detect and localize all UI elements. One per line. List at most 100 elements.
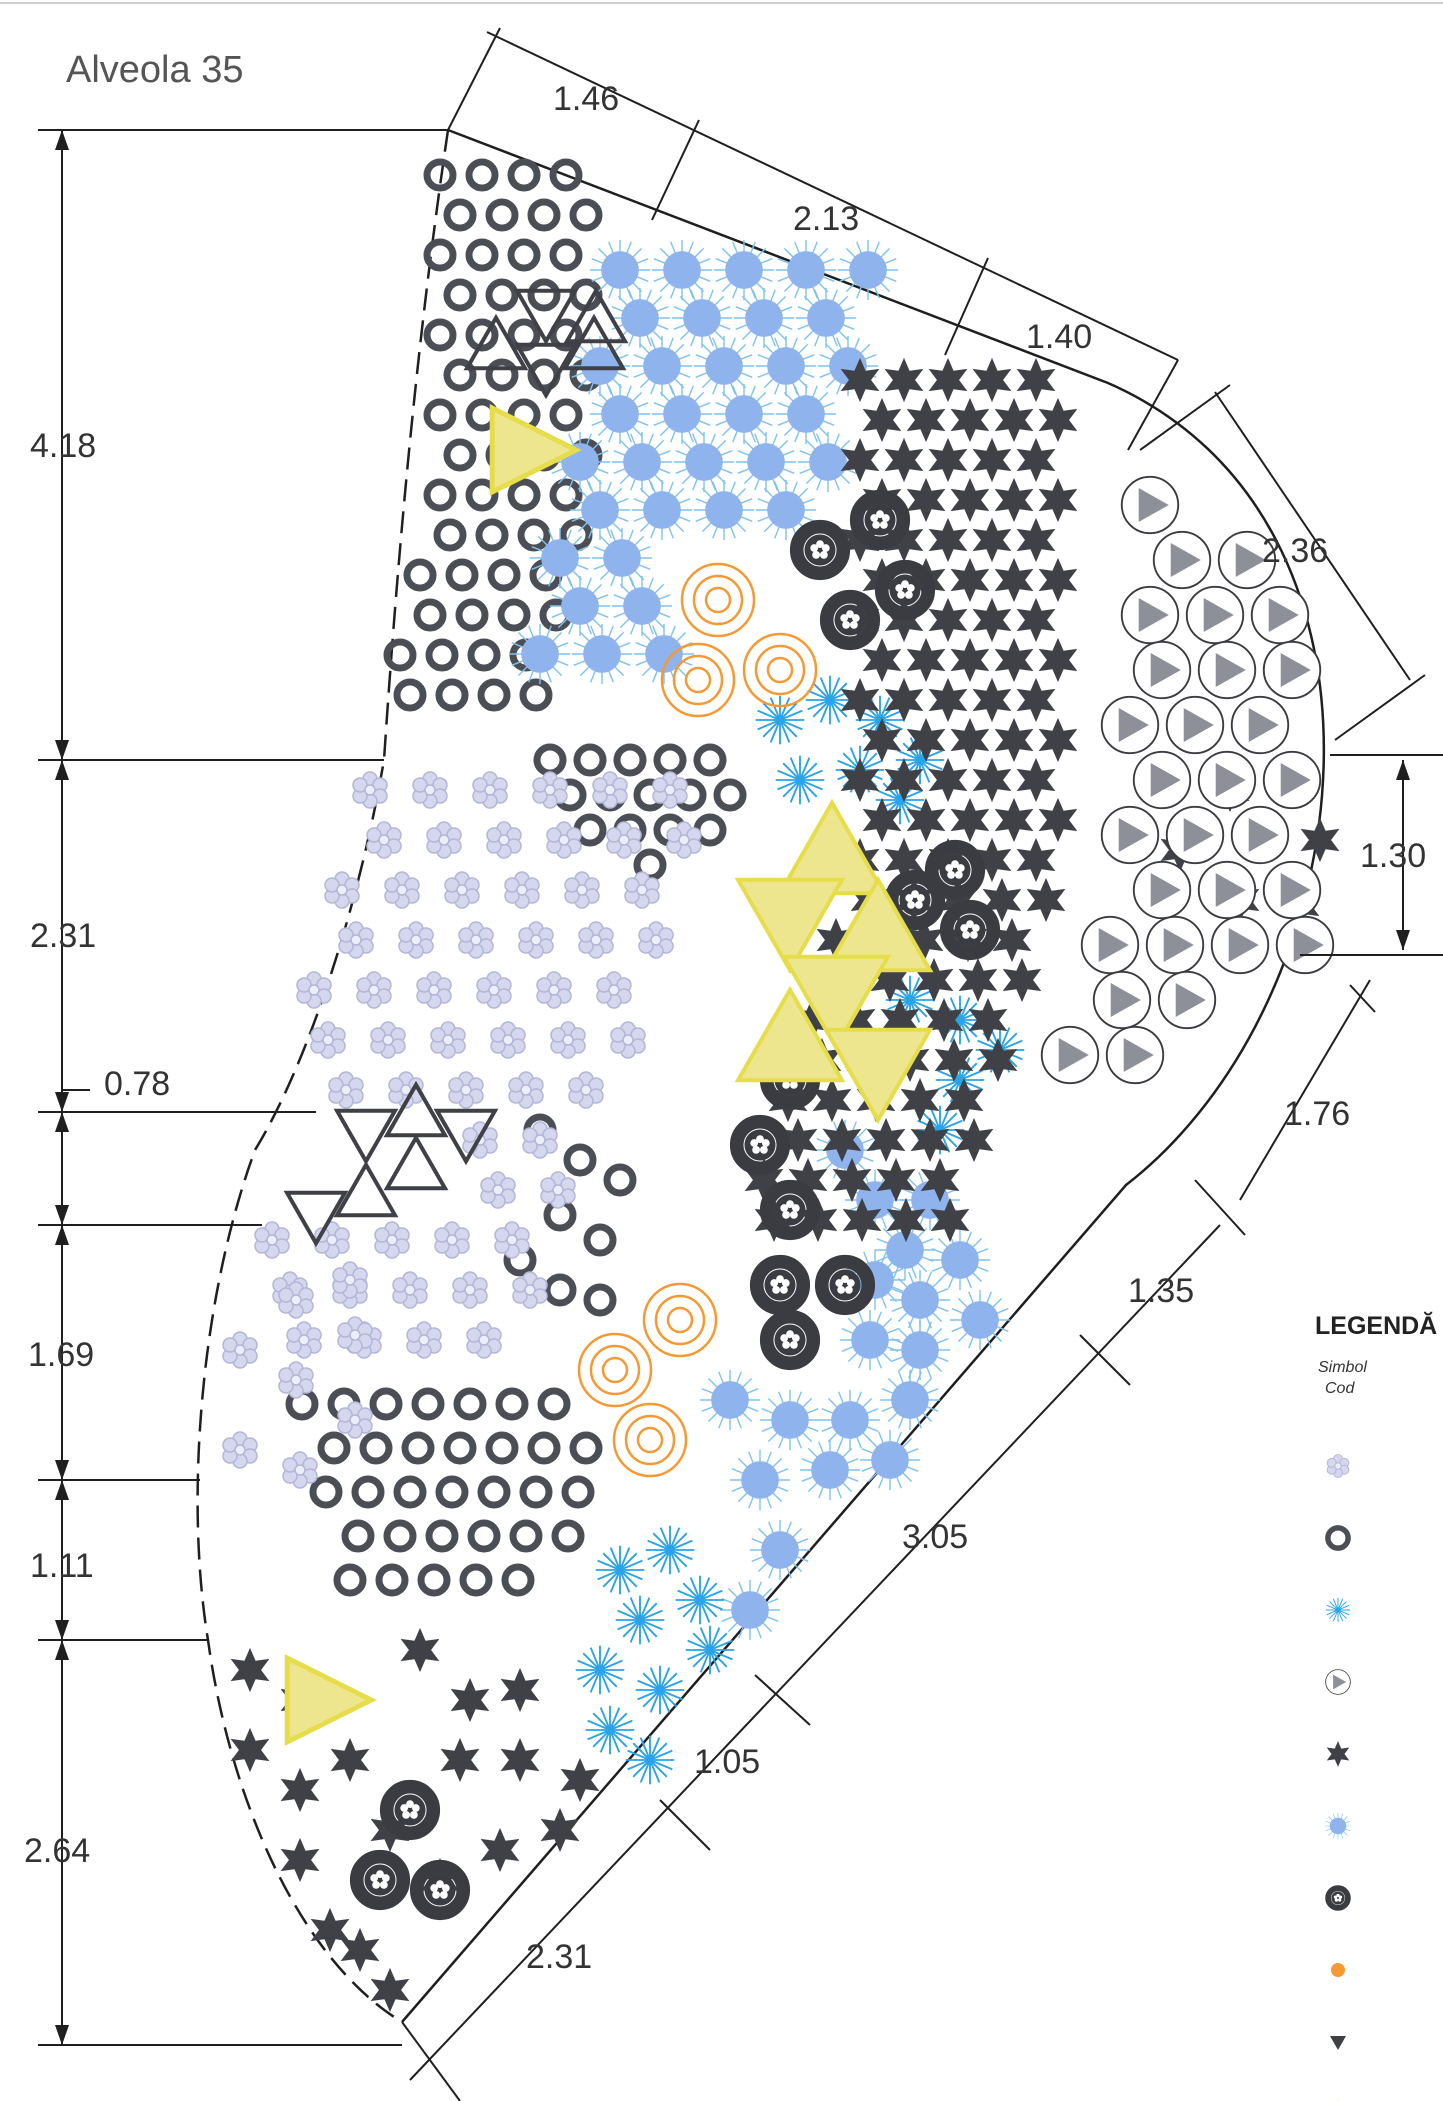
flower-symbol xyxy=(374,1221,410,1259)
star-symbol xyxy=(950,557,990,603)
circle-triangle-symbol xyxy=(1165,805,1225,865)
blue-sun-symbol xyxy=(693,479,755,541)
blue-sun-symbol xyxy=(775,383,837,445)
ring-symbol xyxy=(511,162,537,188)
ring-symbol xyxy=(489,1435,515,1461)
flower-symbol xyxy=(286,1321,322,1359)
star-symbol xyxy=(906,637,946,683)
star-symbol xyxy=(1016,597,1056,643)
flower-symbol xyxy=(324,871,360,909)
star-symbol xyxy=(994,477,1034,523)
blue-sun-symbol xyxy=(775,239,837,301)
star-symbol xyxy=(972,677,1012,723)
ring-symbol xyxy=(421,1567,447,1593)
star-dark-icon xyxy=(1326,1741,1350,1767)
ring-symbol xyxy=(607,1167,633,1193)
legend-col-symbol: Simbol xyxy=(1318,1359,1367,1376)
star-symbol xyxy=(972,357,1012,403)
ring-symbol xyxy=(553,402,579,428)
flower-symbol xyxy=(337,1401,373,1439)
ring-symbol xyxy=(617,747,643,773)
starburst-symbol xyxy=(594,1544,646,1596)
star-symbol xyxy=(1038,797,1078,843)
star-symbol xyxy=(950,397,990,443)
ring-symbol xyxy=(427,242,453,268)
drawing-title: Alveola 35 xyxy=(66,49,243,91)
flower-symbol xyxy=(426,821,462,859)
flower-symbol xyxy=(282,1451,318,1489)
blue-sun-symbol xyxy=(611,575,673,637)
ring-symbol xyxy=(489,362,515,388)
star-symbol xyxy=(928,357,968,403)
flower-symbol xyxy=(606,821,642,859)
blue-sun-symbol xyxy=(569,479,631,541)
ring-symbol xyxy=(481,1479,507,1505)
ring-symbol xyxy=(363,1435,389,1461)
ring-symbol xyxy=(587,1227,613,1253)
ring-symbol xyxy=(501,602,527,628)
flower-symbol xyxy=(512,1271,548,1309)
circle-triangle-symbol xyxy=(1132,860,1192,920)
starburst-symbol xyxy=(634,1664,686,1716)
ring-symbol xyxy=(577,817,603,843)
star-symbol xyxy=(400,1627,440,1673)
blue-sun-symbol xyxy=(699,1369,761,1431)
ring-symbol xyxy=(697,747,723,773)
circle-triangle-symbol xyxy=(1262,860,1322,920)
flower-symbol xyxy=(254,1221,290,1259)
blue-sun-symbol xyxy=(631,335,693,397)
star-symbol xyxy=(1300,817,1340,863)
dark-triangle-icon xyxy=(1330,2036,1346,2050)
circle-triangle-symbol xyxy=(1132,750,1192,810)
star-symbol xyxy=(950,477,990,523)
dark-ring-flower-symbol xyxy=(357,1857,404,1904)
flower-symbol xyxy=(430,1021,466,1059)
star-symbol xyxy=(1016,677,1056,723)
star-symbol xyxy=(1016,837,1056,883)
legend: LEGENDĂ Simbol Cod xyxy=(1315,1311,1437,2101)
flower-symbol xyxy=(652,771,688,809)
star-symbol xyxy=(994,797,1034,843)
flower-symbol xyxy=(536,971,572,1009)
blue-sun-symbol xyxy=(755,335,817,397)
ring-symbol xyxy=(717,782,743,808)
circle-triangle-symbol xyxy=(1197,640,1257,700)
ring-symbol xyxy=(405,1435,431,1461)
blue-sun-symbol xyxy=(671,287,733,349)
star-symbol xyxy=(1038,477,1078,523)
blue-sun-symbol xyxy=(509,623,571,685)
flower-symbol xyxy=(504,871,540,909)
flower-symbol xyxy=(310,1021,346,1059)
flower-symbol xyxy=(458,921,494,959)
yellow-triangle-symbol xyxy=(734,877,846,975)
star-symbol xyxy=(972,517,1012,563)
ring-symbol xyxy=(427,162,453,188)
blue-sun-symbol xyxy=(799,1439,861,1501)
ring-symbol xyxy=(555,1523,581,1549)
legend-col-code: Cod xyxy=(1325,1380,1355,1397)
dimension-arrows xyxy=(55,130,1410,2045)
star-symbol xyxy=(230,1647,270,1693)
flower-symbol xyxy=(490,1021,526,1059)
dim-bottom-3: 1.05 xyxy=(694,1743,760,1781)
star-symbol xyxy=(1038,557,1078,603)
orange-target-symbol xyxy=(680,562,756,638)
flower-symbol xyxy=(486,821,522,859)
ring-symbol xyxy=(437,522,463,548)
circle-triangle-symbol xyxy=(1210,915,1270,975)
ring-symbol xyxy=(511,242,537,268)
starburst-symbol xyxy=(584,1704,636,1756)
flower-symbol xyxy=(532,771,568,809)
ring-symbol xyxy=(531,1435,557,1461)
starburst-icon xyxy=(1325,1597,1351,1623)
ring-symbol xyxy=(505,1567,531,1593)
flower-symbol xyxy=(540,1171,576,1209)
circle-triangle-symbol xyxy=(1197,750,1257,810)
star-symbol xyxy=(958,957,998,1003)
ring-symbol xyxy=(565,1479,591,1505)
dim-right-3: 1.76 xyxy=(1284,1095,1350,1133)
ring-symbol xyxy=(373,1391,399,1417)
star-symbol xyxy=(1016,757,1056,803)
blue-sun-symbol xyxy=(589,383,651,445)
star-symbol xyxy=(884,357,924,403)
